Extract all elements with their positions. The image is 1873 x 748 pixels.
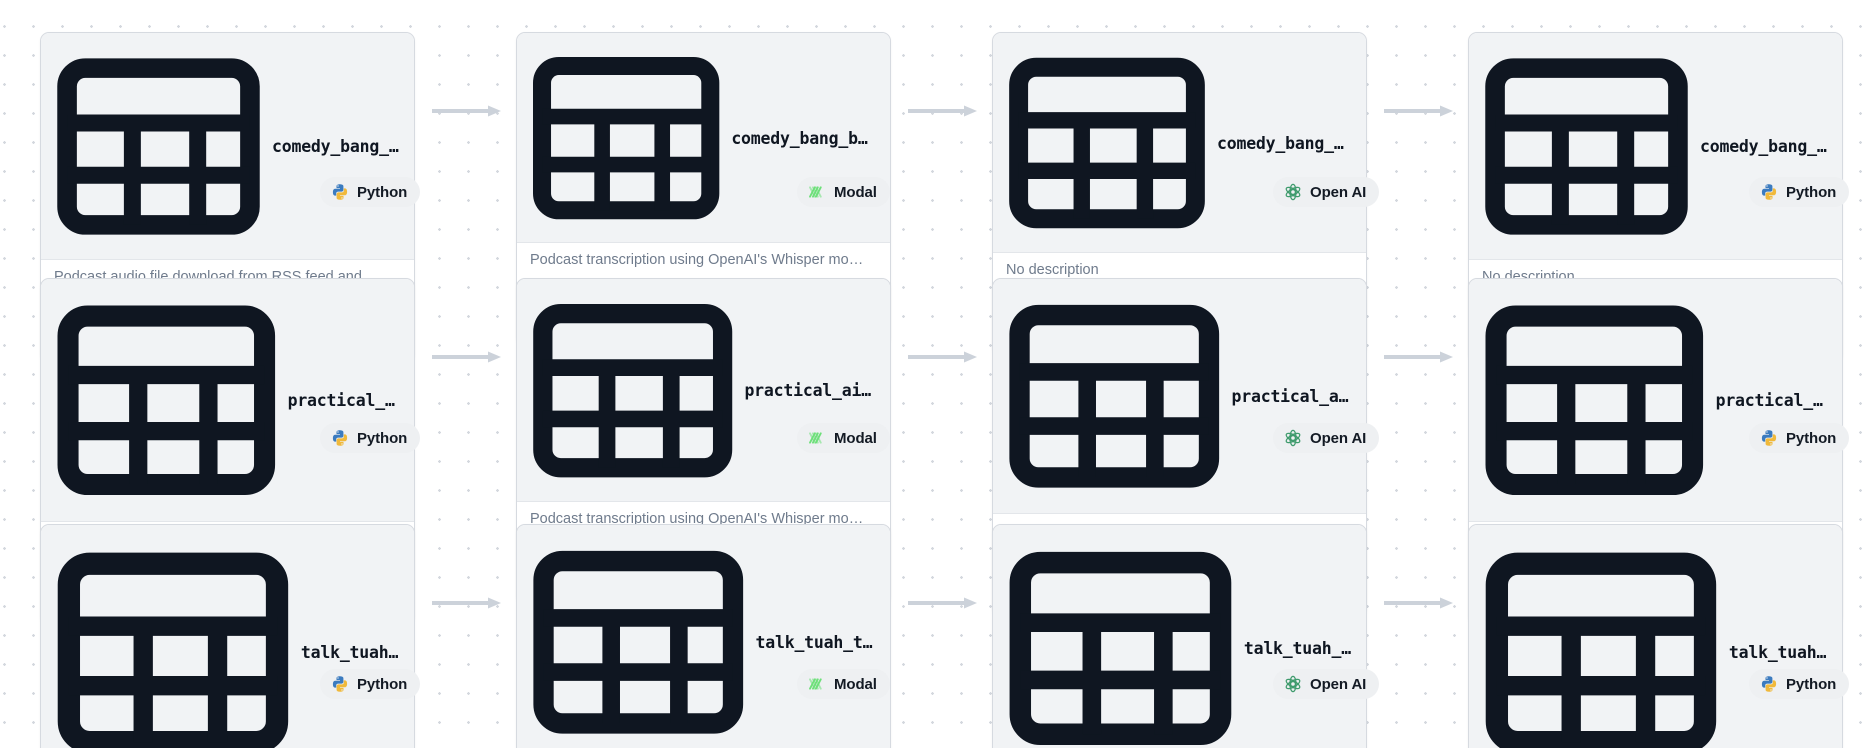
- flow-arrow: [908, 351, 978, 364]
- tech-badge-label: Python: [1786, 675, 1837, 693]
- flow-arrow: [432, 351, 502, 364]
- asset-node-header[interactable]: comedy_bang_bang_audio: [41, 33, 414, 260]
- table-icon: [57, 552, 289, 748]
- asset-node-header[interactable]: comedy_bang_bang_summary: [993, 33, 1366, 253]
- asset-node[interactable]: talk_tuah_transcriptPodcast transcriptio…: [516, 524, 891, 748]
- tech-badge-label: Python: [1786, 183, 1837, 201]
- asset-name: comedy_bang_bang_transcript: [731, 128, 877, 148]
- flow-arrow: [1384, 597, 1454, 610]
- flow-arrow: [908, 597, 978, 610]
- flow-arrow-icon: [1384, 597, 1453, 609]
- table-icon: [57, 305, 276, 496]
- table-icon: [1009, 304, 1220, 488]
- tech-badge-modal[interactable]: Modal: [797, 423, 890, 453]
- table-icon: [1485, 305, 1704, 496]
- flow-arrow-icon: [432, 351, 501, 363]
- asset-node-header[interactable]: practical_ai_transcript: [517, 279, 890, 503]
- tech-badge-label: Modal: [834, 675, 877, 693]
- asset-node-header[interactable]: comedy_bang_bang_transcript: [517, 33, 890, 244]
- tech-badge-label: Open AI: [1310, 675, 1367, 693]
- flow-arrow-icon: [908, 351, 977, 363]
- table-icon: [1485, 552, 1717, 748]
- flow-arrow-icon: [1384, 105, 1453, 117]
- asset-name: talk_tuah_transcript: [755, 632, 877, 652]
- asset-node[interactable]: talk_tuah_summaryNo description All All …: [992, 524, 1367, 748]
- asset-node-header[interactable]: talk_tuah_summary: [993, 525, 1366, 748]
- tech-badge-label: Python: [1786, 429, 1837, 447]
- tech-badge-python[interactable]: Python: [320, 423, 421, 453]
- asset-name: practical_ai_summary: [1231, 386, 1353, 406]
- table-icon: [1485, 58, 1688, 235]
- asset-name: practical_ai_audio: [287, 390, 401, 410]
- table-icon: [533, 304, 733, 478]
- tech-badge-python[interactable]: Python: [1749, 669, 1850, 699]
- python-icon: [332, 676, 348, 692]
- asset-name: talk_tuah_audio: [300, 643, 401, 663]
- modal-icon: [809, 186, 822, 198]
- table-icon: [1009, 551, 1232, 745]
- openai-icon: [1285, 675, 1301, 693]
- asset-name: comedy_bang_bang_summary: [1217, 133, 1353, 153]
- asset-node-header[interactable]: practical_ai_audio: [41, 279, 414, 522]
- flow-arrow: [432, 597, 502, 610]
- asset-node-header[interactable]: talk_tuah_transcript: [517, 525, 890, 748]
- table-icon: [57, 58, 260, 235]
- python-icon: [1761, 184, 1777, 200]
- table-icon: [1009, 57, 1205, 229]
- flow-arrow-icon: [432, 597, 501, 609]
- flow-arrow-icon: [908, 597, 977, 609]
- asset-node-header[interactable]: talk_tuah_audio: [41, 525, 414, 748]
- table-icon: [533, 550, 744, 734]
- asset-node-header[interactable]: practical_ai_email: [1469, 279, 1842, 522]
- asset-name: talk_tuah_email: [1728, 643, 1829, 663]
- asset-name: practical_ai_transcript: [744, 381, 877, 401]
- table-icon: [533, 57, 720, 220]
- asset-name: comedy_bang_bang_audio: [272, 137, 401, 156]
- tech-badge-label: Open AI: [1310, 429, 1367, 447]
- asset-node-header[interactable]: comedy_bang_bang_email: [1469, 33, 1842, 260]
- tech-badge-python[interactable]: Python: [1749, 423, 1850, 453]
- tech-badge-openai[interactable]: Open AI: [1273, 177, 1380, 207]
- tech-badge-label: Python: [357, 183, 408, 201]
- tech-badge-python[interactable]: Python: [320, 669, 421, 699]
- flow-arrow: [908, 105, 978, 118]
- tech-badge-modal[interactable]: Modal: [797, 177, 890, 207]
- asset-description: Podcast transcription using OpenAI's Whi…: [530, 252, 864, 269]
- python-icon: [332, 430, 348, 446]
- tech-badge-python[interactable]: Python: [320, 177, 421, 207]
- flow-arrow-icon: [908, 105, 977, 117]
- tech-badge-label: Modal: [834, 429, 877, 447]
- tech-badge-modal[interactable]: Modal: [797, 669, 890, 699]
- asset-node[interactable]: talk_tuah_audioPodcast audio file downlo…: [40, 524, 415, 748]
- modal-icon: [809, 432, 822, 444]
- tech-badge-openai[interactable]: Open AI: [1273, 423, 1380, 453]
- modal-icon: [809, 678, 822, 690]
- tech-badge-python[interactable]: Python: [1749, 177, 1850, 207]
- asset-node-header[interactable]: talk_tuah_email: [1469, 525, 1842, 748]
- tech-badge-label: Open AI: [1310, 183, 1367, 201]
- asset-name: comedy_bang_bang_email: [1700, 137, 1829, 156]
- flow-arrow: [1384, 351, 1454, 364]
- openai-icon: [1285, 429, 1301, 447]
- flow-arrow: [1384, 105, 1454, 118]
- python-icon: [1761, 676, 1777, 692]
- asset-name: practical_ai_email: [1715, 390, 1829, 410]
- tech-badge-label: Python: [357, 675, 408, 693]
- tech-badge-label: Modal: [834, 183, 877, 201]
- asset-node-header[interactable]: practical_ai_summary: [993, 279, 1366, 514]
- asset-name: talk_tuah_summary: [1243, 638, 1353, 658]
- openai-icon: [1285, 183, 1301, 201]
- flow-arrow-icon: [1384, 351, 1453, 363]
- flow-arrow-icon: [432, 105, 501, 117]
- flow-arrow: [432, 105, 502, 118]
- asset-node[interactable]: talk_tuah_emailNo description All All Al…: [1468, 524, 1843, 748]
- tech-badge-label: Python: [357, 429, 408, 447]
- python-icon: [332, 184, 348, 200]
- python-icon: [1761, 430, 1777, 446]
- tech-badge-openai[interactable]: Open AI: [1273, 669, 1380, 699]
